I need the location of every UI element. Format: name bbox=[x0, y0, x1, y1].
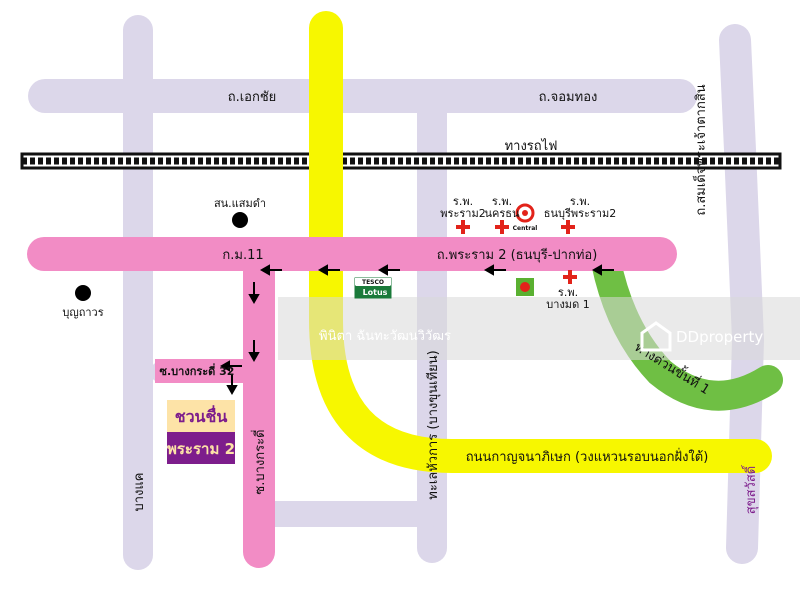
arrow-left bbox=[591, 264, 614, 276]
watermark-brand: DDproperty bbox=[676, 328, 763, 346]
tesco-label: TESCO bbox=[362, 279, 384, 286]
hospital-icon bbox=[561, 220, 575, 234]
hospital-icon bbox=[563, 270, 577, 284]
label-kanchanaphisek: ถนนกาญจนาภิเษก (วงแหวนรอบนอกฝั่งใต้) bbox=[466, 448, 709, 465]
hospital-icon bbox=[495, 220, 509, 234]
arrow-left bbox=[219, 360, 242, 372]
label-bang-kradi-32: ซ.บางกระดี่ 32 bbox=[160, 363, 235, 378]
central-label: Central bbox=[513, 225, 538, 232]
lotus-label: Lotus bbox=[363, 288, 388, 297]
tesco-lotus-logo-icon: TESCO Lotus bbox=[354, 277, 392, 299]
label-bang-khae: บางแค bbox=[132, 473, 147, 512]
major-roads bbox=[27, 237, 677, 568]
label-somdet-taksin: ถ.สมเด็จพระเจ้าตากสิน bbox=[691, 84, 709, 215]
label-railway: ทางรถไฟ bbox=[505, 138, 558, 154]
hospital-icon bbox=[456, 220, 470, 234]
ddproperty-logo-icon bbox=[640, 321, 672, 352]
hospital-icons bbox=[456, 220, 577, 284]
project-name-line2: พระราม 2 bbox=[167, 440, 235, 458]
label-hospital-nakhon: ร.พ.นครธน bbox=[484, 195, 520, 220]
label-khlong: ทะเลหัวการ (บางขุนเทียน) bbox=[425, 350, 441, 499]
arrow-left bbox=[317, 264, 340, 276]
watermark-band bbox=[278, 297, 800, 360]
ddproperty-watermark: DDproperty bbox=[640, 321, 763, 352]
project-name-line1: ชวนชื่น bbox=[175, 405, 228, 426]
minor-roads bbox=[28, 15, 765, 570]
label-km11: ก.ม.11 bbox=[222, 248, 263, 263]
project-sign: ชวนชื่น พระราม 2 bbox=[167, 400, 235, 464]
label-chomthong: ถ.จอมทอง bbox=[539, 90, 598, 105]
arrow-left bbox=[259, 264, 282, 276]
samae-dam-marker bbox=[232, 212, 248, 228]
label-hospital-thonburi: ร.พ.ธนบุรีพระราม2 bbox=[544, 195, 617, 220]
label-bunkhaoworn: บุญถาวร bbox=[62, 306, 103, 319]
label-suksawat: สุขสวัสดิ์ bbox=[741, 464, 759, 514]
watermark-text: พินิตา ฉันทะวัฒนวิวัฒร bbox=[319, 329, 451, 344]
shop-icon bbox=[516, 278, 534, 296]
label-ekkachai: ถ.เอกชัย bbox=[228, 90, 277, 105]
label-hospital-rama2: ร.พ.พระราม2 bbox=[440, 195, 485, 220]
bunkhaoworn-marker bbox=[75, 285, 91, 301]
central-logo-icon: Central bbox=[513, 203, 538, 232]
arrow-down bbox=[248, 340, 260, 363]
arrow-left bbox=[483, 264, 506, 276]
label-rama2: ถ.พระราม 2 (ธนบุรี-ปากท่อ) bbox=[437, 247, 598, 263]
arrow-down bbox=[226, 375, 238, 396]
direction-arrows bbox=[219, 264, 614, 396]
label-soi-bang-kradi: ซ.บางกระดี่ bbox=[251, 429, 268, 494]
arrow-down bbox=[248, 282, 260, 305]
label-samae-dam: สน.แสมดำ bbox=[214, 197, 266, 210]
arrow-left bbox=[377, 264, 400, 276]
railway-track bbox=[20, 152, 782, 170]
label-hospital-bangmot: ร.พ.บางมด 1 bbox=[546, 286, 589, 311]
